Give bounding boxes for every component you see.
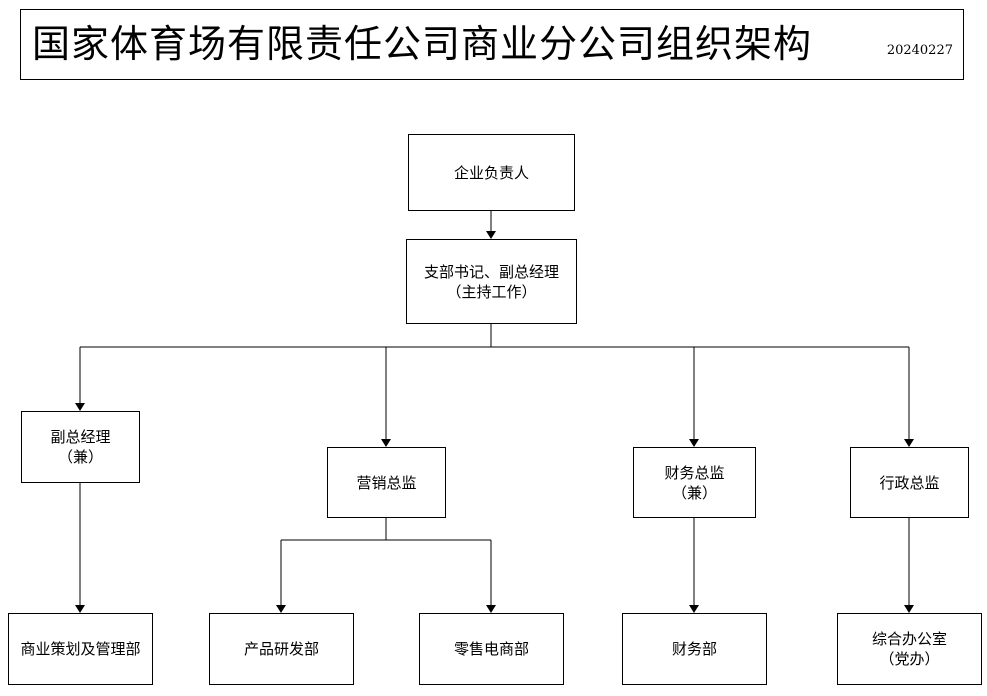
node-marketing-director: 营销总监	[327, 447, 446, 518]
node-sublabel: （兼）	[671, 483, 717, 502]
node-label: 副总经理	[50, 428, 111, 446]
title-frame: 国家体育场有限责任公司商业分公司组织架构 20240227	[20, 9, 964, 80]
node-sublabel: （主持工作）	[446, 282, 537, 301]
node-branch-secretary: 支部书记、副总经理 （主持工作）	[406, 239, 577, 324]
node-label: 财务部	[671, 640, 717, 658]
chart-date: 20240227	[886, 43, 953, 58]
node-general-office: 综合办公室 （党办）	[837, 613, 982, 685]
node-retail-ecommerce-dept: 零售电商部	[419, 613, 564, 685]
node-finance-dept: 财务部	[622, 613, 767, 685]
node-label: 营销总监	[356, 473, 417, 492]
node-label: 综合办公室	[871, 630, 947, 648]
node-sublabel: （党办）	[879, 650, 940, 668]
node-deputy-gm: 副总经理 （兼）	[21, 411, 140, 483]
node-enterprise-head: 企业负责人	[408, 134, 575, 211]
node-label: 商业策划及管理部	[20, 640, 141, 658]
node-label: 产品研发部	[243, 640, 319, 658]
chart-title: 国家体育场有限责任公司商业分公司组织架构	[32, 22, 813, 66]
node-label: 企业负责人	[453, 163, 529, 182]
node-sublabel: （兼）	[57, 448, 103, 466]
node-label: 支部书记、副总经理	[423, 262, 559, 281]
node-finance-director: 财务总监 （兼）	[633, 447, 756, 518]
node-label: 财务总监	[664, 463, 725, 482]
node-product-rd-dept: 产品研发部	[209, 613, 354, 685]
node-admin-director: 行政总监	[850, 447, 969, 518]
node-label: 行政总监	[879, 473, 940, 492]
node-commercial-planning-dept: 商业策划及管理部	[8, 613, 153, 685]
node-label: 零售电商部	[453, 640, 529, 658]
